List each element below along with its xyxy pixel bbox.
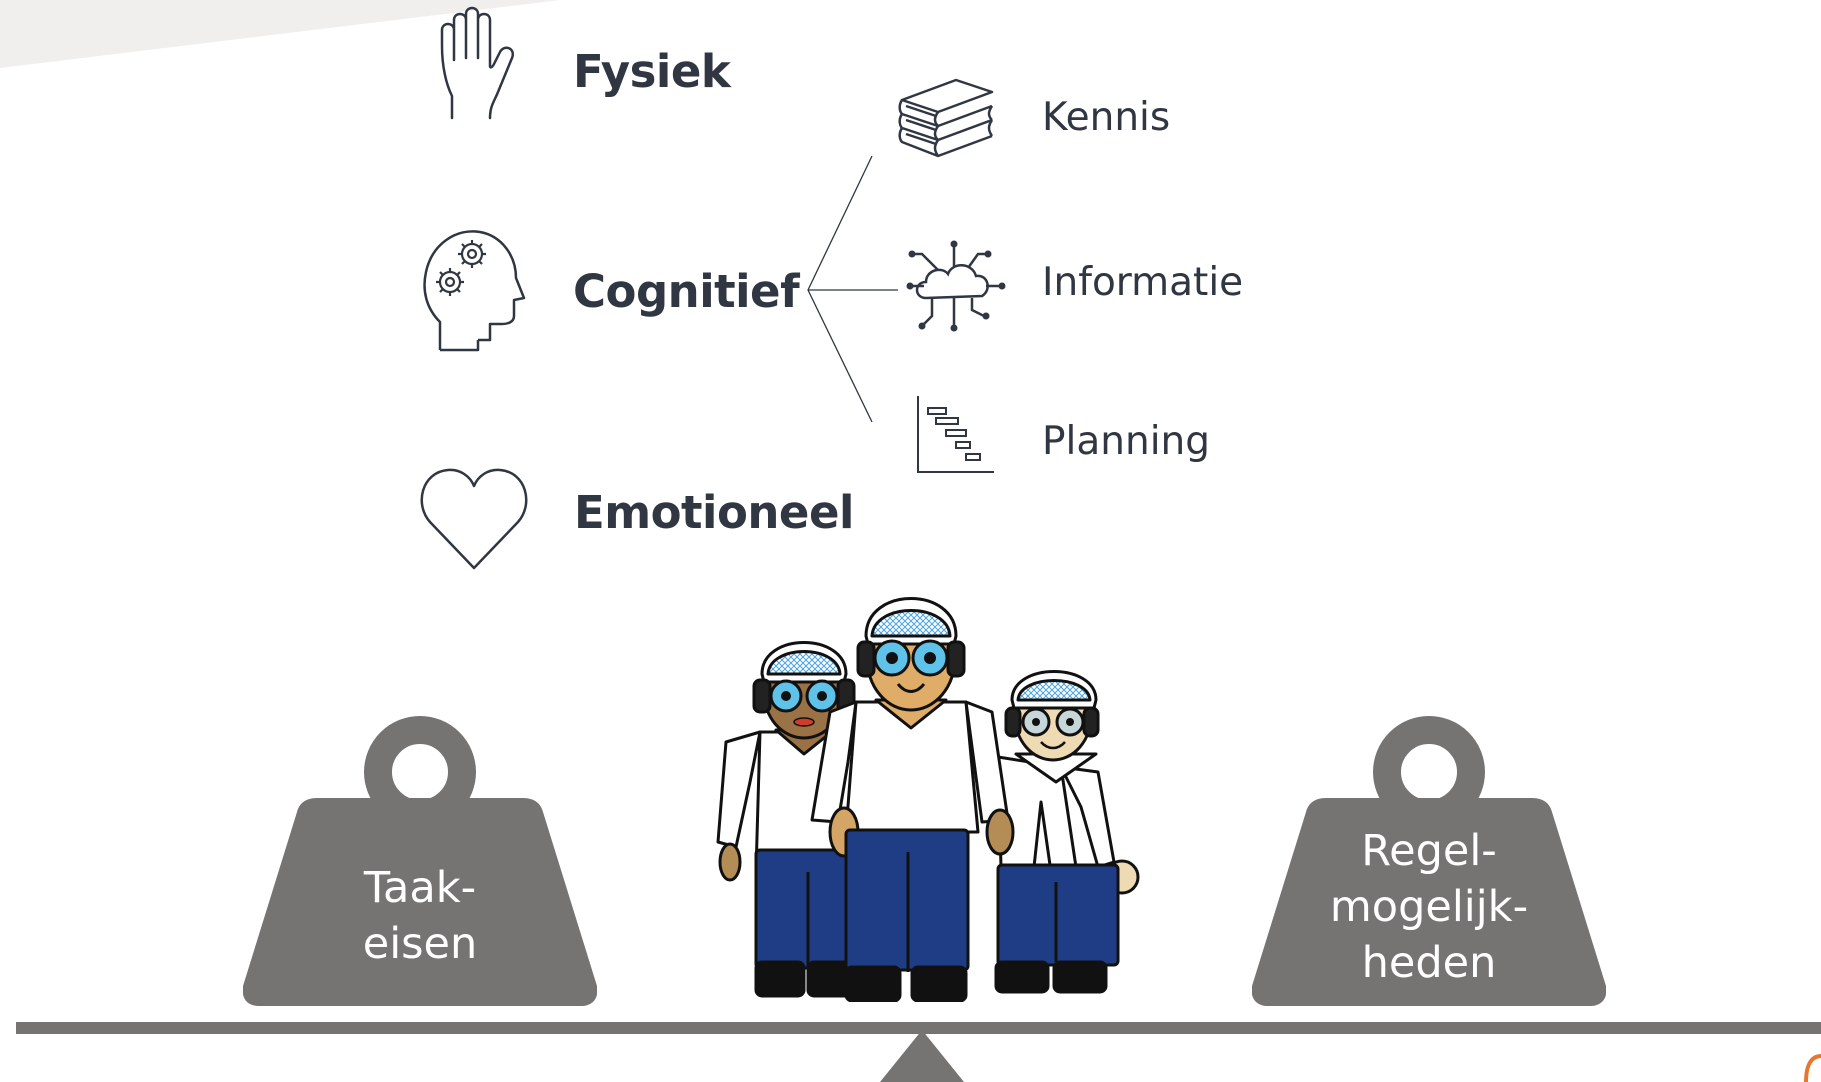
- weight-taakeisen-line1: Taak-: [363, 863, 477, 913]
- hand-icon: [440, 6, 515, 120]
- label-cognitief: Cognitief: [573, 265, 800, 318]
- label-emotioneel: Emotioneel: [574, 486, 854, 539]
- corner-shape: [0, 0, 560, 68]
- weight-regelmogelijkheden: [1252, 716, 1606, 1006]
- label-fysiek: Fysiek: [573, 45, 731, 98]
- weight-regelmogelijkheden-line1: Regel-: [1361, 826, 1497, 876]
- worker-group-icon: [716, 597, 1140, 1002]
- head-gears-icon: [423, 230, 526, 352]
- label-informatie: Informatie: [1042, 260, 1244, 305]
- gantt-chart-icon: [917, 396, 994, 473]
- weight-taakeisen-text: Taak- eisen: [320, 860, 520, 972]
- scale-beam: [16, 1022, 1821, 1034]
- heart-icon: [420, 468, 528, 570]
- label-planning: Planning: [1042, 419, 1210, 464]
- weight-regelmogelijkheden-line3: heden: [1361, 938, 1497, 988]
- cloud-network-icon: [906, 240, 1006, 332]
- label-kennis: Kennis: [1042, 95, 1171, 140]
- books-icon: [898, 78, 994, 158]
- scale-fulcrum: [880, 1030, 964, 1082]
- weight-taakeisen: [243, 716, 597, 1006]
- weight-regelmogelijkheden-line2: mogelijk-: [1329, 882, 1529, 932]
- weight-taakeisen-line2: eisen: [362, 919, 478, 969]
- logo-fragment: [1804, 1054, 1821, 1082]
- branch-lines: [807, 155, 898, 423]
- weight-regelmogelijkheden-text: Regel- mogelijk- heden: [1309, 823, 1549, 991]
